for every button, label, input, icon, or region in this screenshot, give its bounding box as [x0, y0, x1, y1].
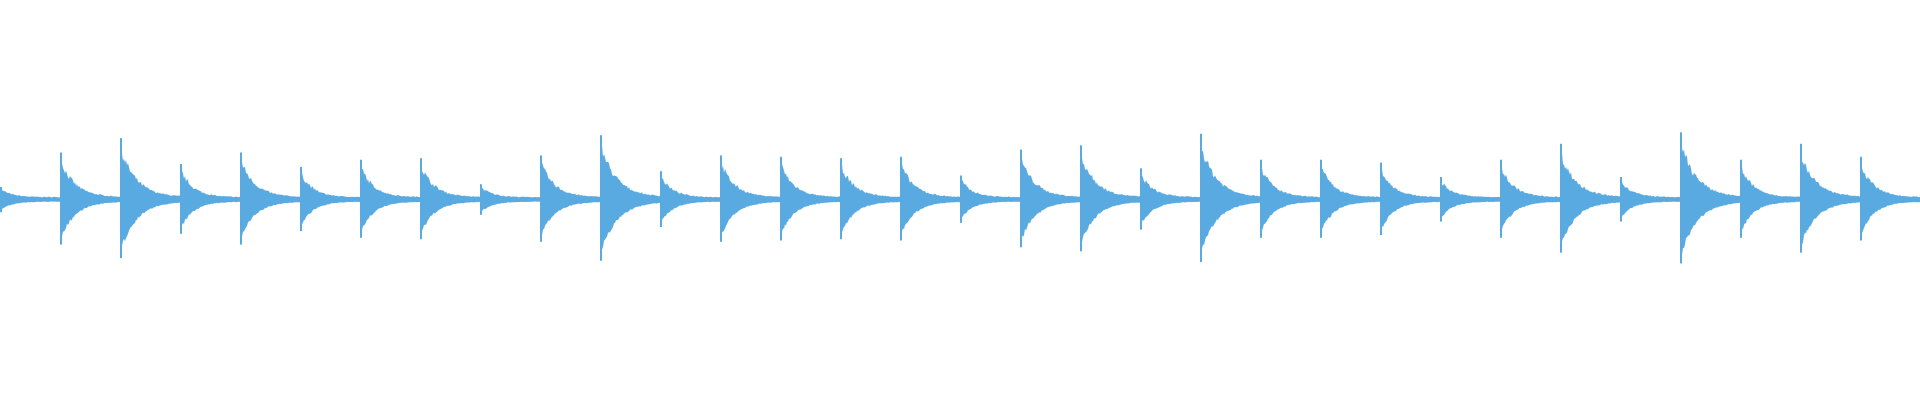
waveform-segment	[600, 145, 660, 250]
waveform-segment	[1620, 182, 1680, 217]
waveform-segment	[0, 189, 60, 209]
waveform-segment	[1200, 151, 1260, 249]
waveform-segment	[1560, 152, 1620, 242]
waveform-segment	[840, 164, 900, 233]
waveform-segment	[780, 164, 840, 232]
waveform-segment	[1800, 161, 1860, 245]
waveform-segment	[1380, 169, 1440, 228]
waveform-segment	[1080, 157, 1140, 243]
waveform-segment	[360, 169, 420, 230]
waveform-segment	[1740, 166, 1800, 230]
waveform-segments	[0, 132, 1920, 264]
waveform-segment	[540, 162, 600, 236]
waveform-segment	[1860, 168, 1920, 234]
waveform-segment	[1440, 182, 1500, 217]
waveform-segment	[120, 152, 180, 246]
waveform-segment	[1140, 175, 1200, 223]
waveform-segment	[660, 178, 720, 220]
waveform-segment	[240, 162, 300, 237]
waveform-segment	[1020, 158, 1080, 237]
waveform-segment	[1320, 168, 1380, 229]
waveform-segment	[960, 179, 1020, 217]
waveform-segment	[1680, 148, 1740, 256]
waveform-segment	[420, 171, 480, 231]
waveform-segment	[60, 163, 120, 237]
waveform-segment	[480, 188, 540, 212]
waveform-segment	[720, 165, 780, 232]
waveform-segment	[180, 170, 240, 226]
waveform-segment	[900, 163, 960, 232]
waveform-segment	[1500, 168, 1560, 230]
waveform-segment	[1260, 168, 1320, 231]
waveform-segment	[300, 172, 360, 225]
